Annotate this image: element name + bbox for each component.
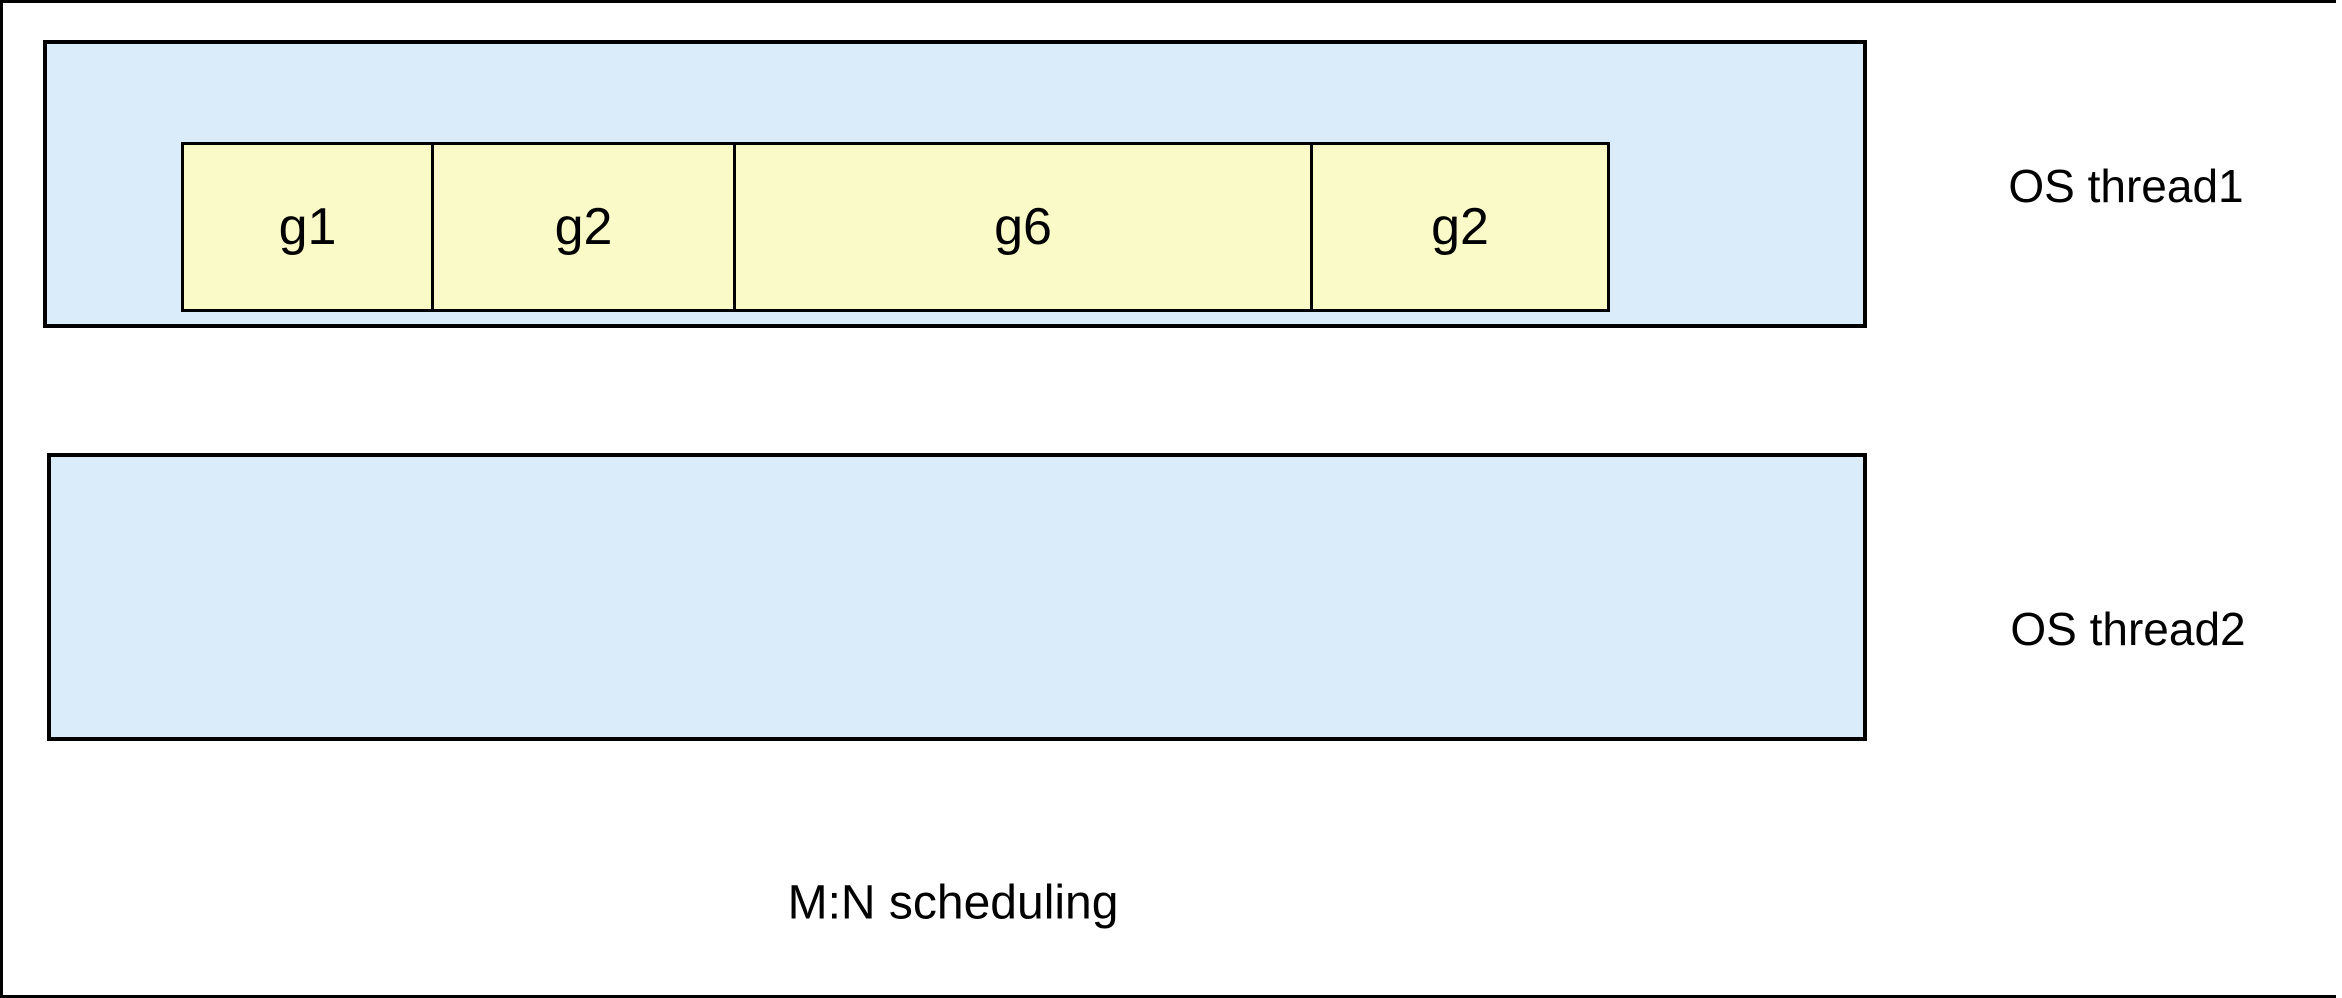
os-thread1-label: OS thread1 — [2008, 160, 2244, 212]
goroutine-label: g2 — [554, 198, 613, 256]
diagram-caption: M:N scheduling — [787, 876, 1119, 930]
os-thread1-goroutine-lane: g1 g2 g6 g2 — [181, 142, 1610, 312]
goroutine-box: g2 — [431, 142, 736, 312]
goroutine-label: g6 — [994, 198, 1052, 256]
os-thread2-box: g3g5g1g4 — [47, 453, 1867, 741]
os-thread1-box: g1 g2 g6 g2 — [43, 40, 1867, 328]
goroutine-label: g2 — [1431, 198, 1489, 256]
goroutine-box: g6 — [733, 142, 1313, 312]
goroutine-label: g1 — [278, 198, 337, 256]
goroutine-box: g2 — [1310, 142, 1610, 312]
os-thread2-label: OS thread2 — [2010, 603, 2246, 655]
goroutine-box: g1 — [181, 142, 434, 312]
